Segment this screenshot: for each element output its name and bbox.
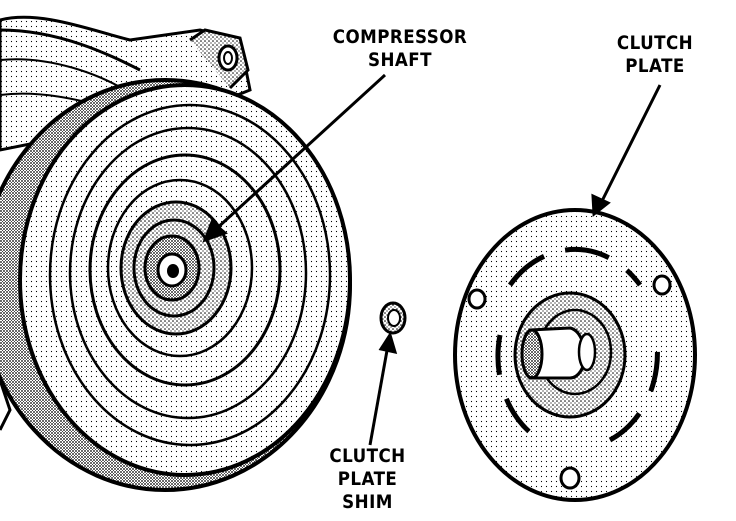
- label-compressor-shaft: COMPRESSOR SHAFT: [312, 26, 488, 72]
- shim: [379, 301, 407, 335]
- label-clutch-plate-line1: CLUTCH: [616, 32, 694, 54]
- arrowhead-clutch-plate: [591, 193, 611, 217]
- clutch-plate: [453, 208, 697, 502]
- label-compressor-shaft-line2: SHAFT: [367, 49, 432, 71]
- arrowhead-shim: [378, 331, 398, 354]
- arrowhead-compressor-shaft: [202, 219, 228, 243]
- pulley: [0, 78, 352, 492]
- label-clutch-plate-line2: PLATE: [625, 55, 685, 77]
- label-compressor-shaft-line1: COMPRESSOR: [332, 26, 468, 48]
- label-shim-line3: SHIM: [342, 491, 393, 513]
- label-clutch-plate: CLUTCH PLATE: [598, 32, 712, 78]
- label-shim-line1: CLUTCH: [329, 445, 406, 467]
- leader-lines: [202, 73, 662, 446]
- label-clutch-plate-shim: CLUTCH PLATE SHIM: [308, 445, 427, 514]
- label-shim-line2: PLATE: [337, 468, 398, 490]
